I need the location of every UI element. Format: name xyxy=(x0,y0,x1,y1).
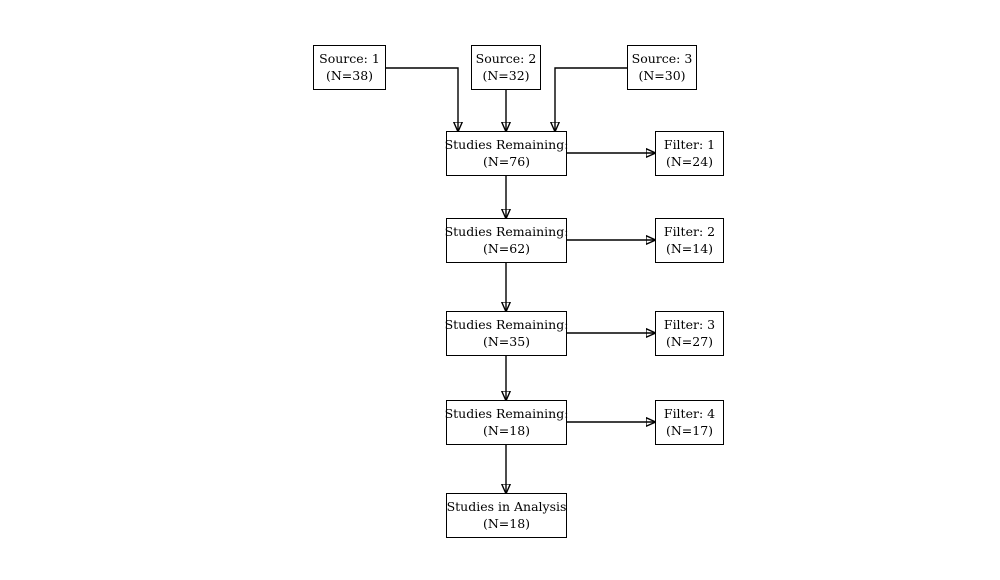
source-3-label: Source: 3 xyxy=(631,51,693,66)
filter-1-count: (N=24) xyxy=(665,153,714,169)
final-count: (N=18) xyxy=(482,515,531,531)
filter-box-1[interactable]: Filter: 1 (N=24) xyxy=(655,131,724,176)
source-1-label: Source: 1 xyxy=(319,51,380,66)
filter-4-label: Filter: 4 xyxy=(663,406,716,421)
filter-3-label: Filter: 3 xyxy=(663,317,716,332)
source-3-count: (N=30) xyxy=(638,67,686,83)
filter-4-count: (N=17) xyxy=(665,422,714,438)
source-2-count: (N=32) xyxy=(482,67,530,83)
filter-1-label: Filter: 1 xyxy=(663,137,716,152)
stage-box-3[interactable]: Studies Remaining: (N=35) xyxy=(444,311,569,356)
stage-4-count: (N=18) xyxy=(482,422,531,438)
edge-source3-to-stage1 xyxy=(555,67,627,131)
source-1-count: (N=38) xyxy=(325,67,374,83)
filter-box-2[interactable]: Filter: 2 (N=14) xyxy=(655,218,724,263)
stage-4-label: Studies Remaining: xyxy=(444,406,569,421)
stage-3-count: (N=35) xyxy=(482,333,531,349)
final-analysis-box[interactable]: Studies in Analysis (N=18) xyxy=(446,493,567,538)
stage-1-count: (N=76) xyxy=(482,153,531,169)
stage-box-4[interactable]: Studies Remaining: (N=18) xyxy=(444,400,569,445)
stage-1-label: Studies Remaining: xyxy=(444,137,569,152)
filter-2-count: (N=14) xyxy=(665,240,714,256)
filter-box-4[interactable]: Filter: 4 (N=17) xyxy=(655,400,724,445)
stage-box-2[interactable]: Studies Remaining: (N=62) xyxy=(444,218,569,263)
source-box-3[interactable]: Source: 3 (N=30) xyxy=(627,45,697,90)
filter-2-label: Filter: 2 xyxy=(663,224,716,239)
stage-3-label: Studies Remaining: xyxy=(444,317,569,332)
source-2-label: Source: 2 xyxy=(475,51,537,66)
stage-2-label: Studies Remaining: xyxy=(444,224,569,239)
filter-3-count: (N=27) xyxy=(665,333,714,349)
source-box-2[interactable]: Source: 2 (N=32) xyxy=(471,45,541,90)
source-box-1[interactable]: Source: 1 (N=38) xyxy=(313,45,386,90)
final-label: Studies in Analysis xyxy=(446,499,567,514)
filter-box-3[interactable]: Filter: 3 (N=27) xyxy=(655,311,724,356)
stage-box-1[interactable]: Studies Remaining: (N=76) xyxy=(444,131,569,176)
edge-source1-to-stage1 xyxy=(386,67,458,131)
stage-2-count: (N=62) xyxy=(482,240,531,256)
